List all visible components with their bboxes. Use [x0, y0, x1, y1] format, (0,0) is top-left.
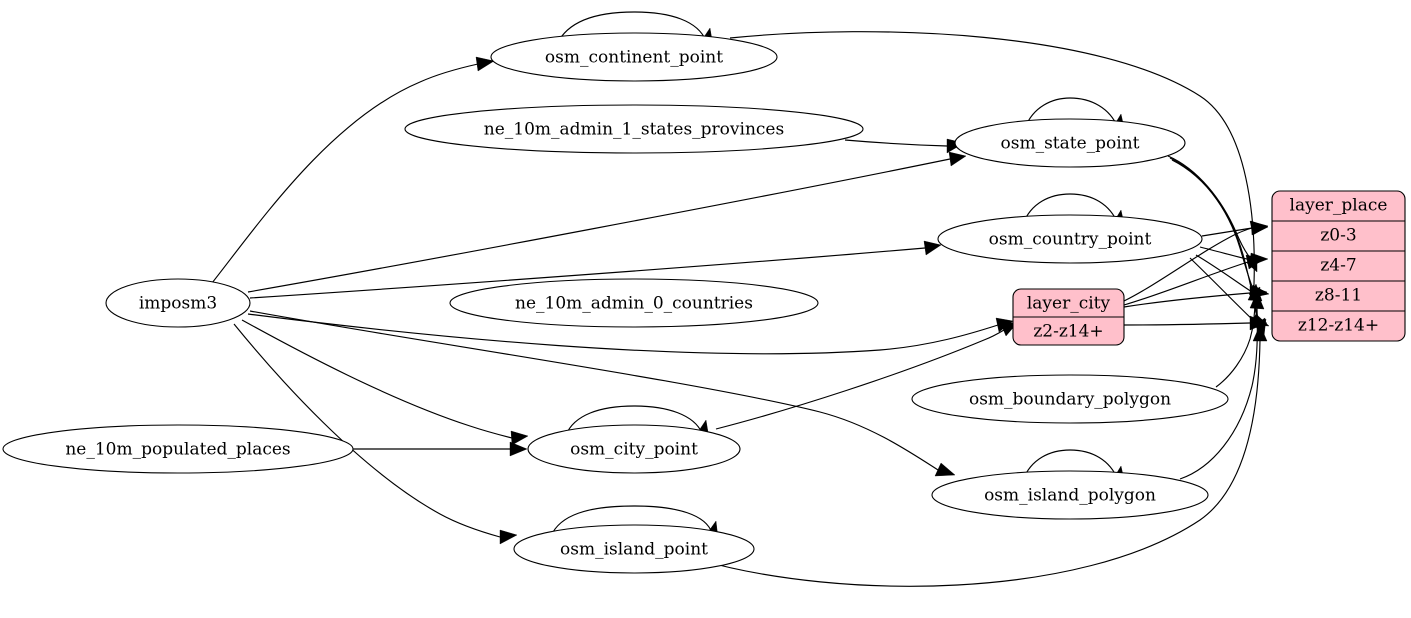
node-label-osm_island_point: osm_island_point: [560, 540, 708, 560]
layer_place-row-z8-11[interactable]: z8-11: [1315, 286, 1362, 306]
node-osm_country_point[interactable]: osm_country_point: [937, 214, 1203, 264]
node-label-osm_city_point: osm_city_point: [570, 440, 698, 460]
node-label-ne_countries: ne_10m_admin_0_countries: [515, 294, 753, 314]
node-osm_island_polygon[interactable]: osm_island_polygon: [931, 470, 1209, 520]
edge-layer_city-to-layer_place-z4: [1123, 254, 1265, 306]
layer_place-title: layer_place: [1290, 196, 1388, 216]
node-label-osm_boundary_polygon: osm_boundary_polygon: [969, 390, 1171, 410]
node-label-ne_places: ne_10m_populated_places: [65, 440, 290, 460]
edge-imposm3-to-osm_continent_point: [211, 56, 495, 284]
node-imposm3[interactable]: imposm3: [105, 278, 251, 328]
edge-osm_island_point-to-layer_place-z12: [699, 324, 1268, 587]
layer_city-row-z2-z14[interactable]: z2-z14+: [1033, 322, 1103, 342]
edge-layer_city-to-layer_place-z12: [1123, 315, 1268, 331]
node-label-imposm3: imposm3: [139, 294, 217, 314]
node-label-osm_country_point: osm_country_point: [989, 230, 1152, 250]
edge-imposm3-to-osm_country_point: [249, 240, 942, 299]
node-label-osm_state_point: osm_state_point: [1001, 134, 1140, 154]
layer_place-row-z4-7[interactable]: z4-7: [1320, 256, 1356, 276]
edge-layer_city-to-layer_place-z0: [1123, 220, 1269, 302]
node-osm_state_point[interactable]: osm_state_point: [954, 118, 1186, 168]
layer_place-row-z0-3[interactable]: z0-3: [1320, 226, 1356, 246]
node-ne_10m_admin_0_countries[interactable]: ne_10m_admin_0_countries: [449, 278, 819, 328]
node-label-osm_continent_point: osm_continent_point: [545, 48, 723, 68]
edge-imposm3-to-osm_island_point: [233, 323, 518, 545]
node-osm_city_point[interactable]: osm_city_point: [527, 424, 741, 474]
node-osm_continent_point[interactable]: osm_continent_point: [490, 32, 778, 82]
node-layer_place[interactable]: layer_place z0-3 z4-7 z8-11 z12-z14+: [1271, 190, 1406, 342]
node-ne_10m_admin_1_states_provinces[interactable]: ne_10m_admin_1_states_provinces: [404, 104, 864, 154]
node-label-osm_island_polygon: osm_island_polygon: [984, 486, 1156, 506]
node-layer_city[interactable]: layer_city z2-z14+: [1012, 288, 1125, 346]
edge-imposm3-to-osm_city_point: [241, 319, 529, 446]
node-osm_boundary_polygon[interactable]: osm_boundary_polygon: [911, 374, 1229, 424]
edge-ne_places-to-osm_city_point: [353, 441, 528, 457]
edges-group: [211, 11, 1270, 587]
layer_place-row-z12-z14[interactable]: z12-z14+: [1298, 316, 1379, 336]
edge-imposm3-to-osm_island_polygon: [249, 310, 956, 477]
layer_city-title: layer_city: [1027, 294, 1111, 314]
node-ne_10m_populated_places[interactable]: ne_10m_populated_places: [2, 424, 354, 474]
edge-osm_continent_point-to-layer_place-z12: [729, 31, 1267, 337]
node-label-ne_states: ne_10m_admin_1_states_provinces: [484, 120, 784, 140]
edge-osm_state_point-to-layer_place-z4: [1167, 155, 1258, 273]
layer-nodes-group: layer_city z2-z14+ layer_place z0-3 z4-7…: [1012, 190, 1406, 346]
edge-imposm3-to-osm_state_point: [247, 151, 967, 293]
node-osm_island_point[interactable]: osm_island_point: [513, 524, 755, 574]
edge-ne_states-to-osm_state_point: [844, 138, 965, 154]
nodes-group: imposm3 ne_10m_admin_1_states_provinces …: [2, 32, 1229, 574]
